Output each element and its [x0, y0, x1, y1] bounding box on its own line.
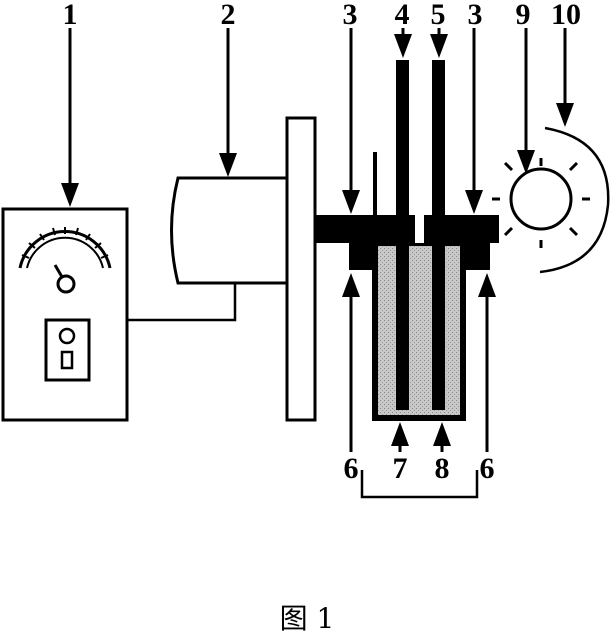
switch-panel	[44, 318, 91, 382]
bracket-6	[360, 470, 479, 499]
label-8: 8	[435, 452, 450, 485]
control-box	[1, 207, 129, 422]
pointer-arrows	[61, 28, 574, 452]
rotating-disc	[285, 116, 317, 422]
electrolyte-fill	[378, 246, 460, 415]
electrolytic-cell	[349, 243, 490, 421]
label-1: 1	[63, 0, 78, 31]
label-7: 7	[393, 452, 408, 485]
label-3-right: 3	[468, 0, 483, 31]
label-5: 5	[431, 0, 446, 31]
motor	[170, 176, 289, 285]
reflector	[539, 126, 610, 274]
light-source	[492, 158, 590, 248]
label-6-right: 6	[480, 452, 495, 485]
electrode-5	[432, 60, 445, 410]
label-3-left: 3	[343, 0, 358, 31]
figure-caption: 图 1	[280, 602, 335, 635]
label-9: 9	[516, 0, 531, 31]
label-6-left: 6	[344, 452, 359, 485]
power-wire	[127, 282, 237, 322]
gauge-dial	[18, 227, 112, 294]
label-4: 4	[395, 0, 410, 31]
electrode-4	[396, 60, 409, 410]
label-10: 10	[551, 0, 581, 31]
label-2: 2	[221, 0, 236, 31]
